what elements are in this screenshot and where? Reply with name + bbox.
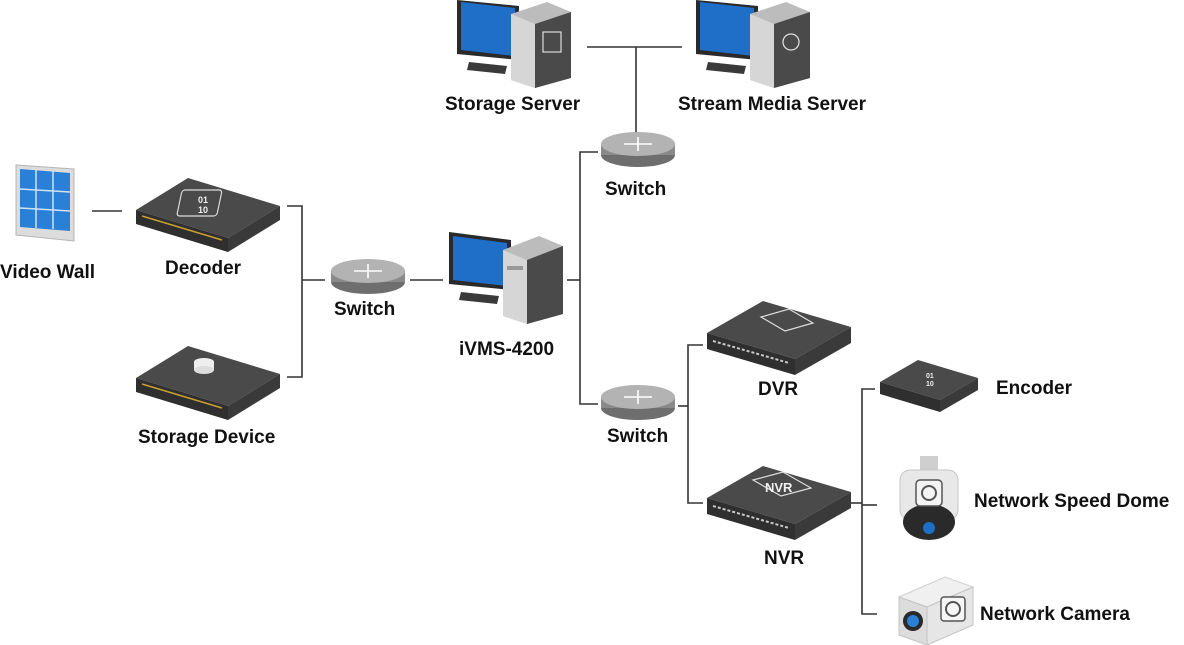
decoder-binary-bottom: 10 bbox=[198, 205, 208, 215]
network-speed-dome-icon bbox=[899, 456, 959, 540]
ivms-label: iVMS-4200 bbox=[459, 339, 555, 360]
decoder-device-icon: 01 10 bbox=[136, 178, 280, 252]
network-camera-label: Network Camera bbox=[980, 604, 1130, 625]
decoder-binary-top: 01 bbox=[198, 195, 208, 205]
stream-media-server-icon bbox=[696, 0, 810, 88]
nvr-label: NVR bbox=[764, 548, 805, 569]
switch-bottom-label: Switch bbox=[607, 426, 669, 447]
encoder-label: Encoder bbox=[996, 378, 1073, 399]
storage-device-label: Storage Device bbox=[138, 427, 276, 448]
wire-decoder-bus bbox=[287, 205, 303, 378]
switch-bottom-icon bbox=[601, 385, 675, 420]
switch-left-icon bbox=[331, 259, 405, 294]
wire-recorders-bus bbox=[687, 344, 703, 504]
decoder-label: Decoder bbox=[165, 258, 242, 279]
switch-top-label: Switch bbox=[605, 179, 667, 200]
video-wall-icon bbox=[15, 164, 75, 242]
encoder-device-icon: 01 10 bbox=[880, 360, 978, 412]
switch-top-icon bbox=[601, 132, 675, 167]
nvr-device-icon: NVR bbox=[707, 466, 851, 540]
dvr-device-icon bbox=[707, 301, 851, 375]
encoder-binary-bottom: 10 bbox=[926, 381, 934, 388]
storage-server-label: Storage Server bbox=[445, 94, 581, 115]
ivms-computer-icon bbox=[449, 232, 563, 324]
storage-server-icon bbox=[457, 0, 571, 88]
dvr-label: DVR bbox=[758, 379, 799, 400]
network-camera-icon bbox=[897, 576, 975, 645]
storage-device-icon bbox=[136, 346, 280, 420]
switch-left-label: Switch bbox=[334, 299, 396, 320]
nvr-face-text: NVR bbox=[765, 480, 793, 495]
wire-cameras-bus bbox=[861, 388, 877, 615]
wire-trunk bbox=[579, 151, 598, 405]
stream-media-server-label: Stream Media Server bbox=[678, 94, 866, 115]
encoder-binary-top: 01 bbox=[926, 373, 934, 380]
video-wall-label: Video Wall bbox=[0, 262, 96, 283]
network-speed-dome-label: Network Speed Dome bbox=[974, 491, 1170, 512]
